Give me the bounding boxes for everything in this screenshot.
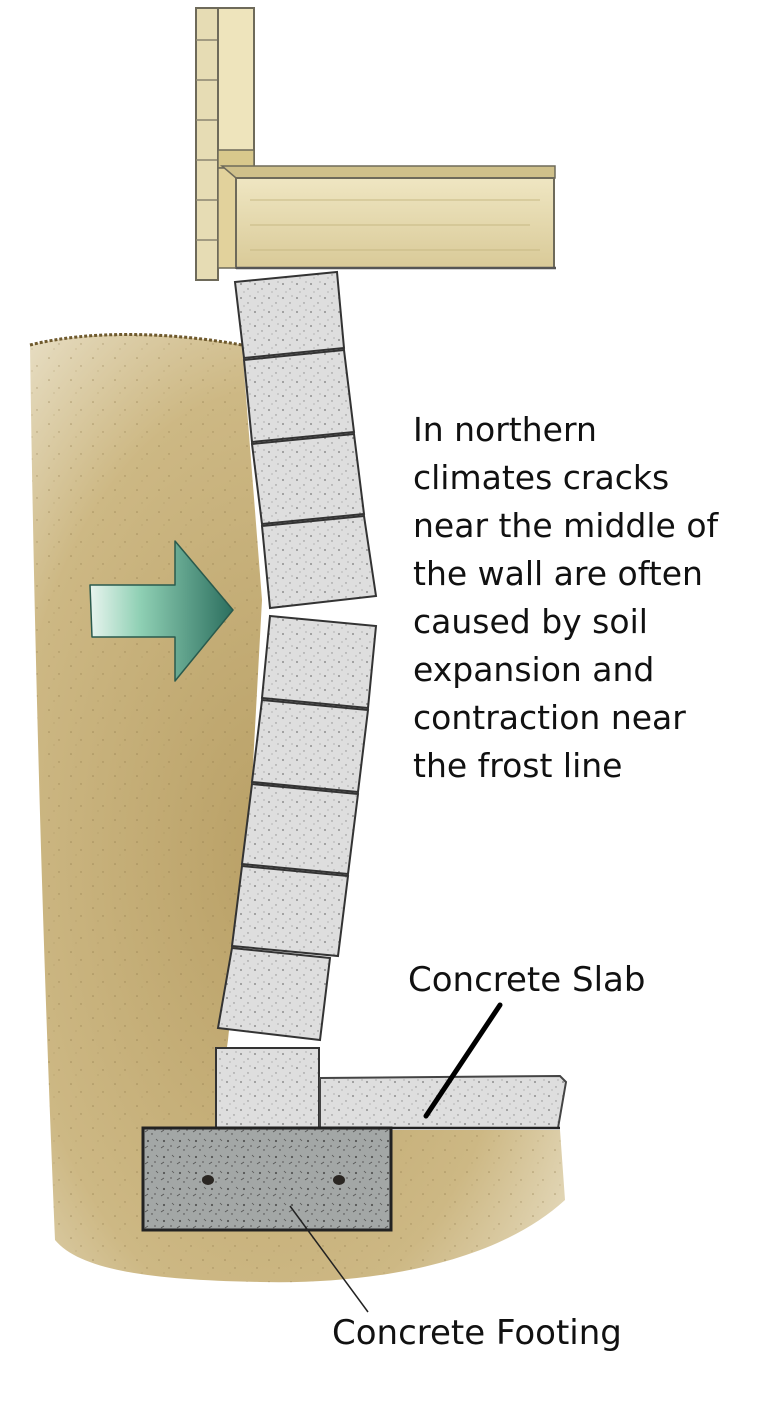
annotation-line: contraction near	[413, 698, 686, 737]
concrete-slab	[319, 1074, 568, 1130]
soil-backfill	[29, 332, 565, 1283]
annotation-line: caused by soil	[413, 602, 648, 641]
footing-leader-line	[289, 1205, 369, 1313]
annotation-line: climates cracks	[413, 458, 670, 497]
house-framing	[195, 7, 556, 281]
annotation-line: In northern	[413, 410, 597, 449]
annotation-line: the frost line	[413, 746, 623, 785]
rebar-icon	[333, 1175, 345, 1185]
annotation-line: the wall are often	[413, 554, 703, 593]
crack-explanation-text: In northern climates cracks near the mid…	[413, 406, 753, 790]
soil-pressure-arrow-icon	[89, 540, 234, 682]
wall-block	[260, 614, 378, 710]
wall-block	[216, 946, 332, 1042]
annotation-line: expansion and	[413, 650, 655, 689]
concrete-footing	[141, 1126, 393, 1232]
wall-block	[240, 782, 360, 876]
wall-block	[230, 864, 350, 958]
rebar-icon	[202, 1175, 214, 1185]
block-wall	[215, 270, 378, 1129]
wall-block	[242, 348, 356, 444]
wall-block	[260, 514, 378, 610]
wall-block	[250, 432, 366, 526]
annotation-line: near the middle of	[413, 506, 719, 545]
concrete-footing-label: Concrete Footing	[332, 1313, 622, 1353]
concrete-slab-label: Concrete Slab	[408, 960, 646, 1000]
wall-block	[215, 1047, 320, 1129]
wall-block	[250, 698, 370, 794]
slab-leader-line	[423, 1002, 503, 1119]
wall-block	[233, 270, 346, 360]
